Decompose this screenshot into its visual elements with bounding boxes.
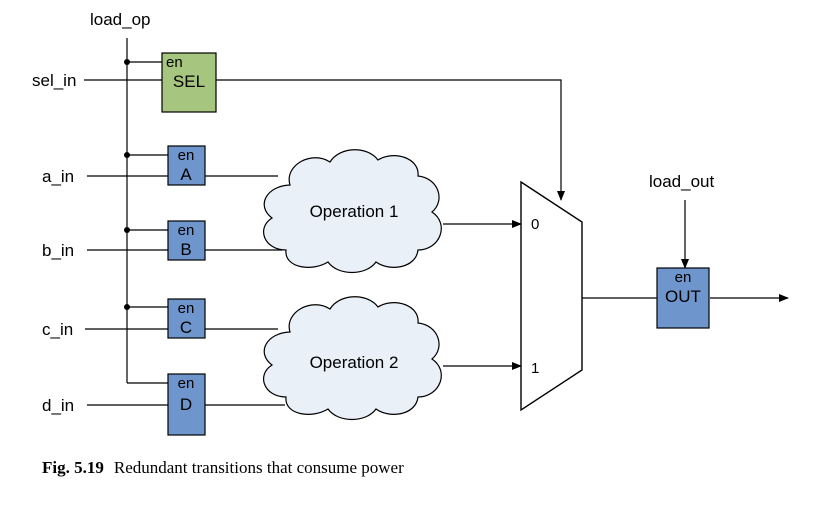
register-a: en A <box>167 145 206 186</box>
mux-input-1-label: 1 <box>531 360 539 377</box>
operation-1-cloud: Operation 1 <box>263 149 442 274</box>
b-in-label: b_in <box>42 241 74 260</box>
register-out: en OUT <box>656 267 710 329</box>
register-a-name: A <box>180 165 192 184</box>
register-b-enable-label: en <box>178 222 195 239</box>
multiplexer: 0 1 <box>520 180 583 412</box>
register-c-name: C <box>180 318 192 337</box>
register-b-name: B <box>180 240 191 259</box>
junction-dot <box>124 304 130 310</box>
register-a-enable-label: en <box>178 147 195 164</box>
load-out-label: load_out <box>649 172 715 191</box>
register-sel-name: SEL <box>173 72 205 91</box>
register-c-enable-label: en <box>178 300 195 317</box>
register-d-name: D <box>180 395 192 414</box>
register-out-enable-label: en <box>675 269 692 286</box>
figure-caption: Fig. 5.19 Redundant transitions that cons… <box>42 458 404 478</box>
register-sel-enable-label: en <box>166 54 183 71</box>
input-wires <box>84 79 168 406</box>
register-d-box <box>167 373 206 436</box>
select-wire <box>216 79 565 201</box>
junction-dot <box>124 152 130 158</box>
register-d: en D <box>167 373 206 436</box>
register-output-wires <box>205 175 285 406</box>
d-in-label: d_in <box>42 396 74 415</box>
operation-2-label: Operation 2 <box>310 353 399 372</box>
junction-dot <box>124 59 130 65</box>
sel-in-label: sel_in <box>32 71 76 90</box>
register-a-box <box>167 145 206 186</box>
register-out-name: OUT <box>665 287 701 306</box>
register-sel-box <box>161 52 217 113</box>
figure-number: Fig. 5.19 <box>42 458 104 477</box>
c-in-label: c_in <box>42 320 73 339</box>
register-out-box <box>656 267 710 329</box>
load-op-label: load_op <box>90 10 151 29</box>
junction-dot <box>124 227 130 233</box>
register-c-box <box>167 298 206 339</box>
register-b-box <box>167 220 206 261</box>
operation-2-cloud: Operation 2 <box>263 296 442 421</box>
register-sel: en SEL <box>161 52 217 113</box>
register-b: en B <box>167 220 206 261</box>
operation-1-label: Operation 1 <box>310 202 399 221</box>
register-d-enable-label: en <box>178 375 195 392</box>
figure-caption-text: Redundant transitions that consume power <box>113 458 404 477</box>
a-in-label: a_in <box>42 167 74 186</box>
load-op-bus <box>124 38 168 384</box>
mux-input-0-label: 0 <box>531 216 539 233</box>
register-c: en C <box>167 298 206 339</box>
